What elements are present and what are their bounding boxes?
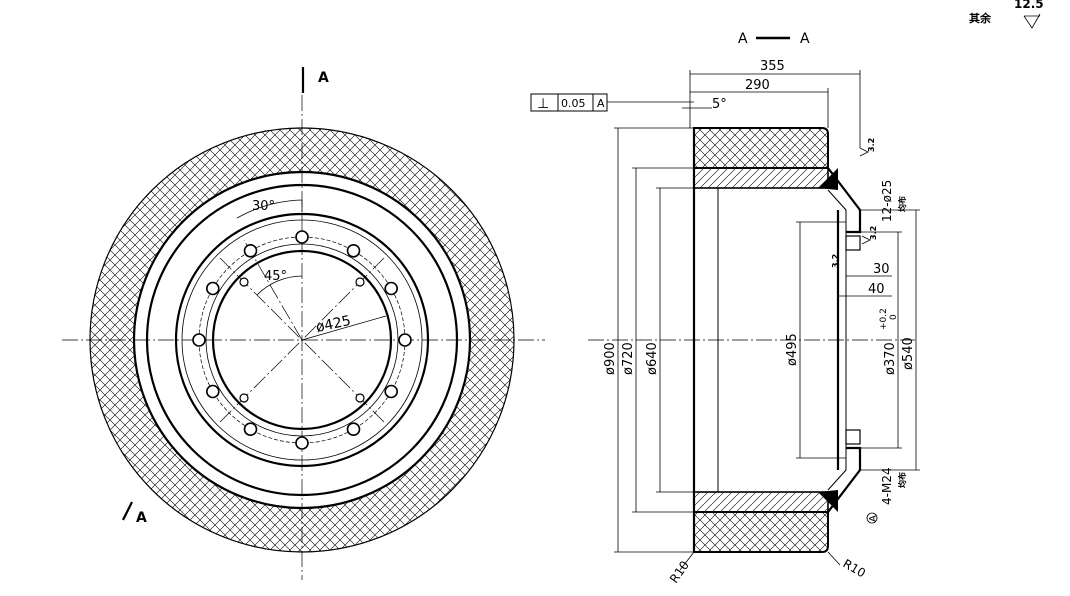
angle-45-arc (256, 275, 303, 296)
section-hole-bottom (845, 429, 861, 445)
rough-32a: 3.2 (867, 138, 876, 152)
section-title: A A (738, 31, 810, 47)
section-title-right: A (800, 31, 810, 47)
through-b-label: 均布 (897, 472, 907, 488)
side-view: ⊥ 0.05 A 355 290 5° ø900 ø720 ø640 ø495 (530, 59, 920, 586)
hub-rim-top (693, 167, 829, 189)
tire-section-bottom (693, 511, 829, 553)
section-mark-top-label: A (318, 70, 329, 86)
surface-finish-note: 其余 12.5 (969, 0, 1044, 29)
surface-finish-label: 其余 (969, 11, 992, 25)
bolt-hole (206, 384, 220, 399)
hub-rim-bottom (693, 491, 829, 513)
tolerance-datum: A (597, 97, 605, 110)
dim-355-label: 355 (760, 59, 785, 74)
dia-425-label: ø425 (315, 313, 353, 336)
bolt-hole (398, 333, 412, 347)
dia-425-leader (301, 315, 387, 341)
surface-finish-value: 12.5 (1014, 0, 1044, 11)
roughness-symbol (1023, 13, 1041, 29)
tapped-hole (355, 393, 365, 403)
holes-12-label: 12-ø25 (880, 180, 894, 222)
rough-32b-symbol (861, 235, 871, 245)
angle-45-label: 45° (264, 269, 287, 284)
bolt-hole (384, 384, 399, 399)
front-view: 30° 45° ø425 A A (62, 67, 545, 580)
angle-5-label: 5° (712, 97, 727, 112)
r10-right-label: R10 (841, 556, 868, 580)
dim-370-tol2: 0 (889, 314, 899, 320)
section-title-left: A (738, 31, 748, 47)
holes-4-label: 4-M24 (880, 467, 894, 505)
section-mark-bottom-label: A (136, 510, 147, 526)
dim-540-label: ø540 (901, 337, 916, 370)
rough-32c: 3.2 (831, 254, 840, 268)
dim-495-label: ø495 (785, 333, 800, 366)
r10-left-label: R10 (667, 558, 692, 585)
bolt-hole (384, 281, 399, 296)
tapped-hole (239, 277, 249, 287)
dim-370-label: ø370 (883, 342, 898, 375)
section-mark-bottom (122, 501, 133, 521)
tapped-hole (355, 277, 365, 287)
tolerance-value: 0.05 (561, 97, 586, 110)
datum-a-circle (866, 512, 878, 524)
datum-a-label: A (868, 515, 879, 522)
section-hole-top (845, 235, 861, 251)
tolerance-box (530, 93, 608, 112)
dim-720-label: ø720 (621, 342, 636, 375)
bolt-hole (295, 230, 309, 244)
bolt-hole (295, 436, 309, 450)
bolt-hole (243, 244, 258, 258)
bolt-hole (206, 281, 220, 296)
rough-32a-symbol (859, 147, 869, 157)
tolerance-frame: ⊥ 0.05 A (530, 93, 694, 112)
dim-290-label: 290 (745, 78, 770, 93)
bolt-hole (346, 244, 361, 258)
dim-640-label: ø640 (645, 342, 660, 375)
tolerance-symbol: ⊥ (537, 96, 549, 112)
bolt-holes (192, 230, 412, 450)
bolt-hole (192, 333, 206, 347)
flange-profile-top (827, 167, 862, 234)
bolt-hole (346, 422, 361, 437)
through-a-label: 均布 (897, 196, 907, 212)
flange-profile-bottom (827, 446, 862, 513)
r10-left-leader (679, 551, 695, 571)
dim-40-label: 40 (868, 282, 885, 297)
bolt-hole (243, 422, 258, 437)
angle-30-label: 30° (252, 199, 275, 214)
dim-370-tol: +0.2 (879, 308, 889, 330)
dim-30-label: 30 (873, 262, 890, 277)
angle-30-arc (236, 199, 303, 219)
tapped-hole (239, 393, 249, 403)
rough-32b: 3.2 (869, 226, 878, 240)
r10-right-leader (827, 551, 841, 566)
tire-section-top (693, 127, 829, 169)
dim-900-label: ø900 (603, 342, 618, 375)
